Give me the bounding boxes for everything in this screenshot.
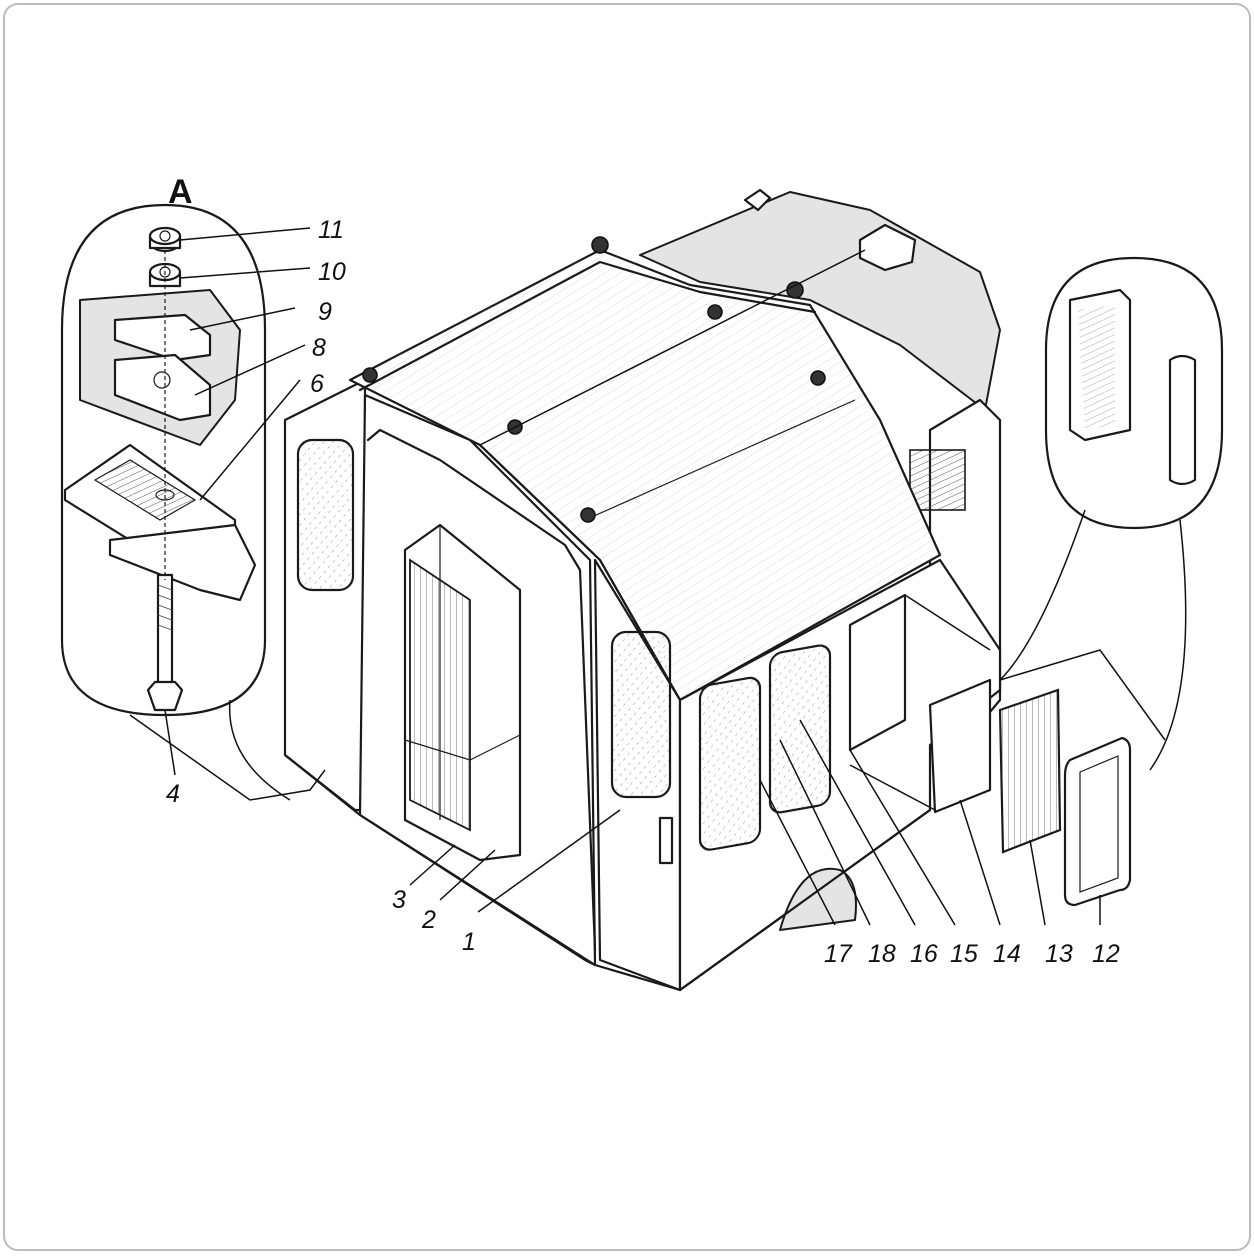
front-door-window	[610, 630, 672, 799]
callout-13: 13	[1045, 940, 1073, 968]
callout-11: 11	[318, 216, 344, 244]
section-label: A	[168, 173, 193, 211]
roof-edge-line	[358, 260, 817, 392]
detail-seal-profile	[1044, 256, 1224, 530]
callout-4: 4	[166, 780, 180, 808]
callout-1: 1	[462, 928, 476, 956]
callout-14: 14	[993, 940, 1021, 968]
roof-bolts	[362, 188, 917, 523]
roof-seam	[584, 399, 856, 521]
roof-bolt-icon	[786, 281, 804, 299]
cab-base-edge	[283, 753, 932, 992]
roof-antenna-mount	[743, 188, 772, 212]
callout-12: 12	[1092, 940, 1120, 968]
roof-bolt-icon	[591, 236, 609, 254]
roof-lamp-housing	[858, 223, 917, 272]
leader-lines	[129, 227, 1187, 926]
callout-2: 2	[421, 906, 436, 934]
seal-profile-small	[1168, 354, 1197, 486]
detail-a-outline	[60, 203, 267, 717]
left-side-window	[296, 438, 355, 592]
roof-bolt-icon	[580, 507, 596, 523]
callout-3: 3	[392, 886, 406, 914]
cab-body	[283, 188, 1002, 992]
detail-a-mount	[60, 203, 267, 717]
frame-support	[108, 523, 257, 602]
glass-13	[998, 688, 1062, 854]
callout-18: 18	[868, 940, 896, 968]
callout-10: 10	[318, 258, 346, 286]
callout-6: 6	[310, 370, 324, 398]
bolt-4	[146, 573, 184, 712]
wheel-arch	[779, 867, 857, 931]
seal-detail-outline	[1044, 256, 1224, 530]
callout-15: 15	[950, 940, 978, 968]
callout-9: 9	[318, 298, 332, 326]
right-vent-grille	[909, 449, 966, 511]
callout-16: 16	[910, 940, 938, 968]
roof-bolt-icon	[810, 370, 826, 386]
callout-17: 17	[824, 940, 853, 968]
roof-bolt-icon	[362, 367, 378, 383]
window-14-opening	[928, 678, 992, 814]
window-15-opening	[848, 593, 907, 752]
door-frame-left	[366, 428, 597, 952]
callout-8: 8	[312, 334, 326, 362]
door-handle	[658, 816, 674, 865]
figure-border	[3, 3, 1251, 1251]
washer-plate-9	[113, 313, 212, 362]
seal-12	[1063, 736, 1132, 907]
guard-crossbar	[404, 734, 521, 761]
radiator-guard	[403, 523, 522, 862]
roof-bolt-icon	[707, 304, 723, 320]
window-17	[698, 676, 762, 851]
window-16	[768, 644, 832, 814]
nut-11	[148, 226, 182, 253]
